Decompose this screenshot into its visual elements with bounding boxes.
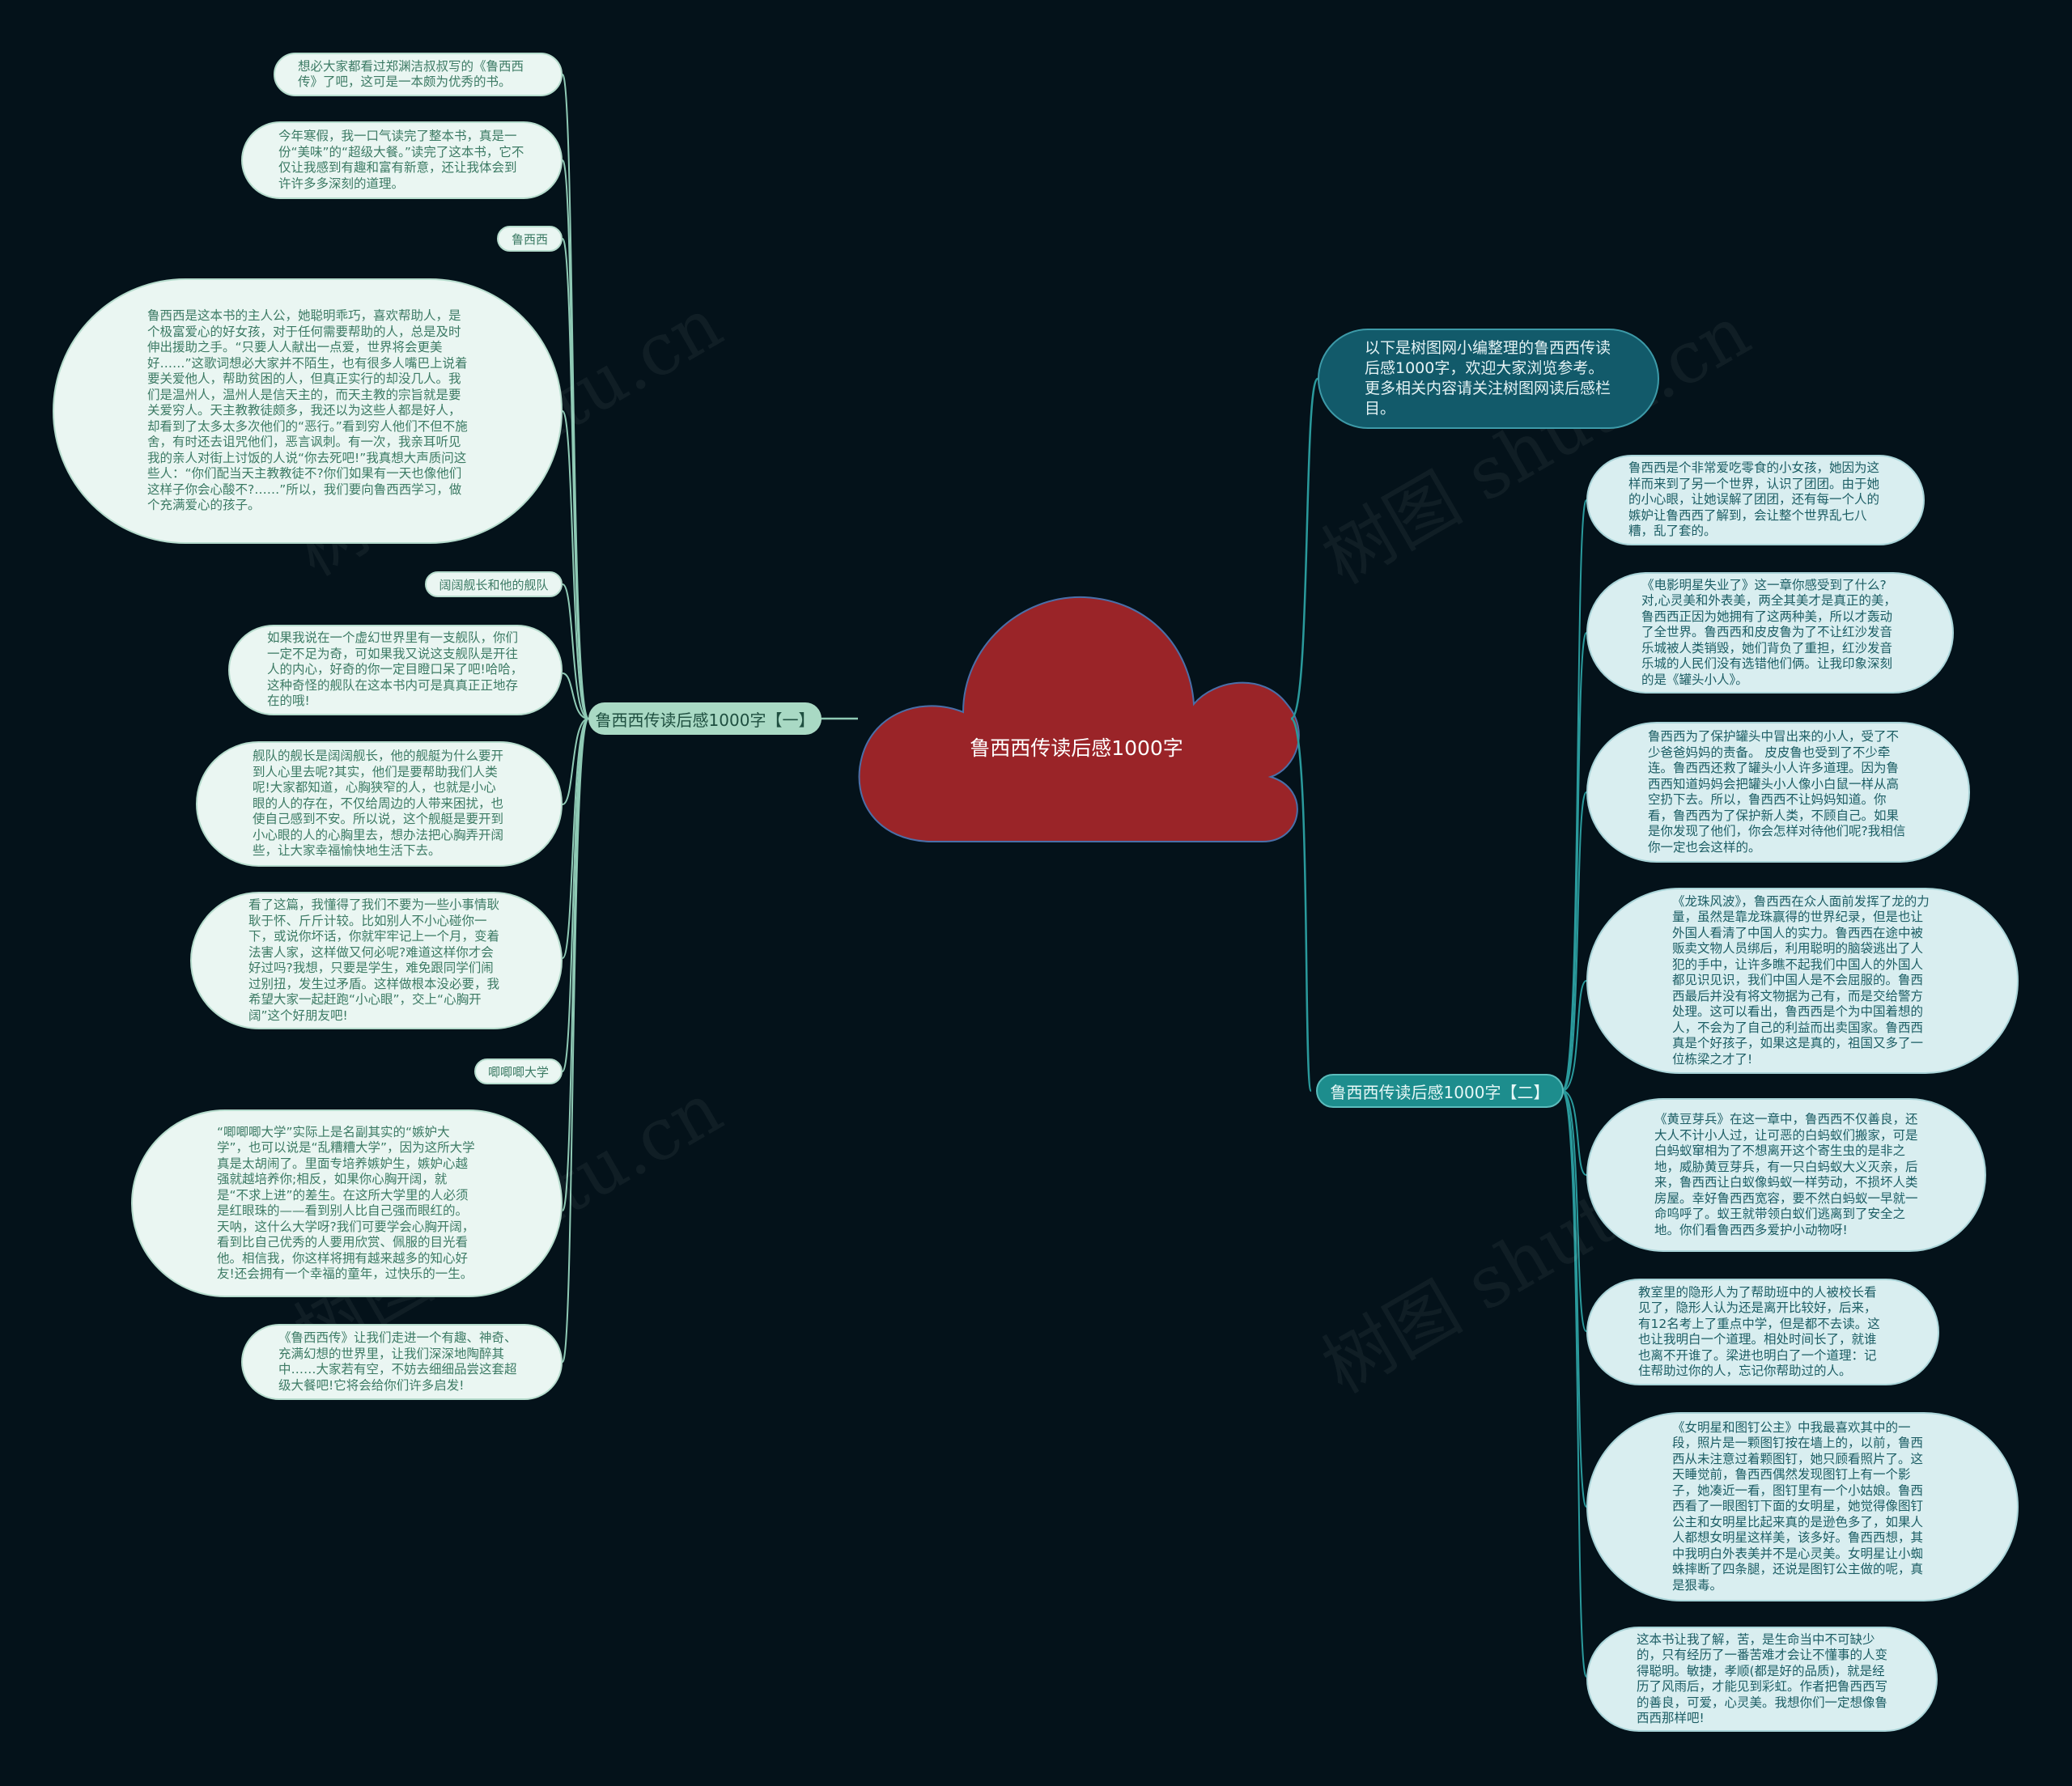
left-leaf-4[interactable]: 如果我说在一个虚幻世界里有一支舰队，你们一定不足为奇，可如果我又说这支舰队是开往… (228, 625, 563, 715)
branch-right-label: 鲁西西传读后感1000字【二】 (1330, 1082, 1550, 1102)
left-leaf-2[interactable]: 今年寒假，我一口气读完了整本书，真是一份“美味”的“超级大餐。”读完了这本书，它… (241, 121, 563, 199)
left-leaf-3[interactable]: 鲁西西是这本书的主人公，她聪明乖巧，喜欢帮助人，是个极富爱心的好女孩，对于任何需… (53, 278, 563, 544)
left-leaf-7[interactable]: “唧唧唧大学”实际上是名副其实的“嫉妒大学”，也可以说是“乱糟糟大学”，因为这所… (131, 1109, 563, 1297)
right-leaf-1[interactable]: 鲁西西是个非常爱吃零食的小女孩，她因为这样而来到了另一个世界，认识了团团。由于她… (1586, 455, 1925, 545)
link-center-intro (1289, 377, 1319, 720)
left-label-luxixi[interactable]: 鲁西西 (497, 226, 563, 252)
left-leaf-6[interactable]: 看了这篇，我懂得了我们不要为一些小事情耿耿于怀、斤斤计较。比如别人不小心碰你一下… (190, 892, 563, 1029)
branch-right[interactable]: 鲁西西传读后感1000字【二】 (1316, 1074, 1564, 1108)
cloud-shape (858, 596, 1300, 842)
link-center-right (1289, 717, 1313, 1092)
branch-left-label: 鲁西西传读后感1000字【一】 (595, 710, 815, 730)
right-leaf-8[interactable]: 这本书让我了解，苦，是生命当中不可缺少的，只有经历了一番苦难才会让不懂事的人变得… (1586, 1627, 1938, 1732)
branch-left[interactable]: 鲁西西传读后感1000字【一】 (588, 702, 822, 735)
left-leaf-8[interactable]: 《鲁西西传》让我们走进一个有趣、神奇、充满幻想的世界里，让我们深深地陶醉其中……… (241, 1324, 563, 1400)
right-leaf-4[interactable]: 《龙珠风波》，鲁西西在众人面前发挥了龙的力量，虽然是靠龙珠赢得的世界纪录，但是也… (1586, 888, 2019, 1074)
left-leaf-1[interactable]: 想必大家都看过郑渊洁叔叔写的《鲁西西传》了吧，这可是一本颇为优秀的书。 (274, 53, 563, 96)
left-label-kuokuo[interactable]: 阔阔舰长和他的舰队 (425, 571, 563, 597)
right-leaf-2[interactable]: 《电影明星失业了》这一章你感受到了什么?对,心灵美和外表美，两全其美才是真正的美… (1586, 572, 1954, 694)
left-leaf-5[interactable]: 舰队的舰长是阔阔舰长，他的舰艇为什么要开到人心里去呢?其实，他们是要帮助我们人类… (196, 741, 563, 867)
left-label-jijiji[interactable]: 唧唧唧大学 (474, 1058, 563, 1084)
right-leaf-5[interactable]: 《黄豆芽兵》在这一章中，鲁西西不仅善良，还大人不计小人过，让可恶的白蚂蚁们搬家，… (1586, 1098, 1986, 1252)
right-leaf-3[interactable]: 鲁西西为了保护罐头中冒出来的小人，受了不少爸爸妈妈的责备。 皮皮鲁也受到了不少牵… (1586, 722, 1970, 863)
right-leaf-links (1561, 499, 1587, 1678)
center-topic[interactable]: 鲁西西传读后感1000字 (970, 736, 1183, 760)
intro-node[interactable]: 以下是树图网小编整理的鲁西西传读后感1000字，欢迎大家浏览参考。更多相关内容请… (1318, 329, 1659, 429)
right-leaf-7[interactable]: 《女明星和图钉公主》中我最喜欢其中的一段，照片是一颗图钉按在墙上的，以前，鲁西西… (1586, 1412, 2019, 1601)
left-leaf-links (562, 74, 589, 1363)
right-leaf-6[interactable]: 教室里的隐形人为了帮助班中的人被校长看见了，隐形人认为还是离开比较好，后来，有1… (1586, 1279, 1939, 1385)
intro-text: 以下是树图网小编整理的鲁西西传读后感1000字，欢迎大家浏览参考。更多相关内容请… (1365, 339, 1611, 418)
